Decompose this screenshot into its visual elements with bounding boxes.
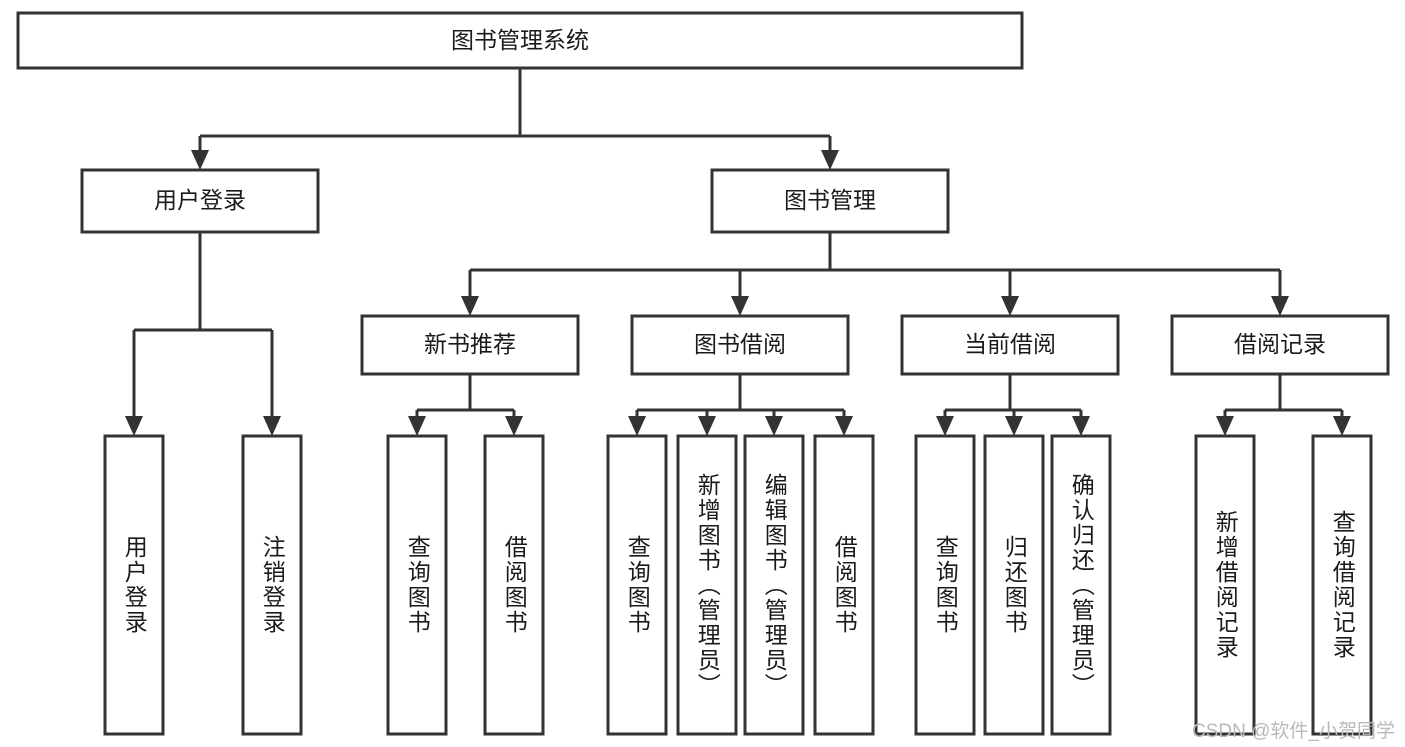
leaf-box-br-1[interactable]: [1194, 434, 1256, 736]
watermark-text: CSDN @软件_小贺同学: [1192, 721, 1395, 742]
node-root-label: 图书管理系统: [451, 27, 589, 53]
leaf-box-bb-2[interactable]: [676, 434, 738, 736]
leaf-boxes-book-borrow: [606, 434, 875, 736]
node-root-box[interactable]: [16, 11, 1024, 70]
arrow-head-user-login: [191, 150, 209, 170]
arrow-head-book-borrow: [731, 296, 749, 316]
node-new-book-recommend-label: 新书推荐: [424, 331, 516, 357]
arrow-head-leaf-br-1: [1216, 416, 1234, 436]
arrow-head-leaf-nbr-2: [505, 416, 523, 436]
leaf-box-user-login-2[interactable]: [241, 434, 303, 736]
arrow-head-current-borrow: [1001, 296, 1019, 316]
node-borrow-record[interactable]: 借阅记录: [1170, 314, 1390, 376]
connector-group-root: [191, 68, 839, 170]
arrow-head-leaf-cb-3: [1072, 416, 1090, 436]
node-user-login-label: 用户登录: [154, 187, 246, 213]
leaf-box-nbr-2[interactable]: [483, 434, 545, 736]
arrow-head-leaf-user-login-1: [125, 416, 143, 436]
connector-group-borrow-record: [1216, 374, 1351, 436]
leaf-box-bb-1[interactable]: [606, 434, 668, 736]
node-book-borrow-label: 图书借阅: [694, 331, 786, 357]
node-book-manage-box[interactable]: [710, 168, 950, 234]
arrow-head-leaf-bb-1: [628, 416, 646, 436]
leaf-boxes-new-book-recommend: [386, 434, 545, 736]
arrow-head-leaf-cb-2: [1005, 416, 1023, 436]
connector-group-new-book-recommend: [408, 374, 523, 436]
leaf-box-cb-2[interactable]: [983, 434, 1045, 736]
leaf-boxes-current-borrow: [914, 434, 1112, 736]
node-borrow-record-box[interactable]: [1170, 314, 1390, 376]
connector-group-book-borrow: [628, 374, 853, 436]
arrow-head-borrow-record: [1271, 296, 1289, 316]
leaf-box-bb-3[interactable]: [743, 434, 805, 736]
node-new-book-recommend-box[interactable]: [360, 314, 580, 376]
node-user-login[interactable]: 用户登录: [80, 168, 320, 234]
arrow-head-leaf-bb-3: [765, 416, 783, 436]
leaf-boxes-borrow-record: [1194, 434, 1373, 736]
node-current-borrow-box[interactable]: [900, 314, 1120, 376]
node-book-manage[interactable]: 图书管理: [710, 168, 950, 234]
node-root[interactable]: 图书管理系统: [16, 11, 1024, 70]
connector-group-user-login: [125, 232, 281, 436]
arrow-head-new-book-recommend: [461, 296, 479, 316]
leaf-box-cb-1[interactable]: [914, 434, 976, 736]
node-current-borrow-label: 当前借阅: [964, 331, 1056, 357]
node-book-borrow[interactable]: 图书借阅: [630, 314, 850, 376]
node-user-login-box[interactable]: [80, 168, 320, 234]
node-current-borrow[interactable]: 当前借阅: [900, 314, 1120, 376]
arrow-head-leaf-bb-2: [698, 416, 716, 436]
arrow-head-book-manage: [821, 150, 839, 170]
node-book-borrow-box[interactable]: [630, 314, 850, 376]
leaf-box-cb-3[interactable]: [1050, 434, 1112, 736]
arrow-head-leaf-br-2: [1333, 416, 1351, 436]
node-book-manage-label: 图书管理: [784, 187, 876, 213]
leaf-box-nbr-1[interactable]: [386, 434, 448, 736]
connector-group-book-manage: [461, 232, 1289, 316]
arrow-head-leaf-bb-4: [835, 416, 853, 436]
arrow-head-leaf-user-login-2: [263, 416, 281, 436]
node-new-book-recommend[interactable]: 新书推荐: [360, 314, 580, 376]
leaf-box-bb-4[interactable]: [813, 434, 875, 736]
arrow-head-leaf-cb-1: [936, 416, 954, 436]
leaf-box-user-login-1[interactable]: [103, 434, 165, 736]
leaf-box-br-2[interactable]: [1311, 434, 1373, 736]
node-borrow-record-label: 借阅记录: [1234, 331, 1326, 357]
leaf-boxes-user-login: [103, 434, 303, 736]
connector-group-current-borrow: [936, 374, 1090, 436]
arrow-head-leaf-nbr-1: [408, 416, 426, 436]
